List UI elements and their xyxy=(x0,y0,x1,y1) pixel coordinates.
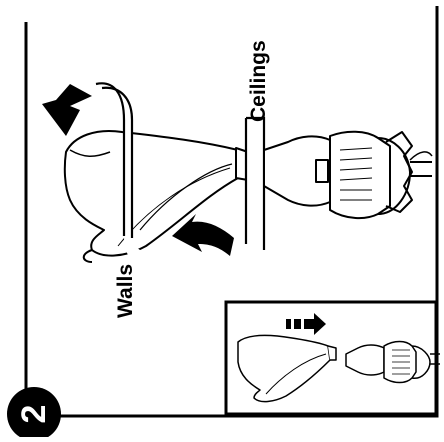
curved-arrow-icon xyxy=(172,214,234,256)
ceilings-label: Ceilings xyxy=(247,40,271,122)
curved-arrow-icon xyxy=(42,84,92,136)
step-number: 2 xyxy=(16,396,52,432)
vacuum-handle-illustration xyxy=(264,132,432,218)
walls-label: Walls xyxy=(114,264,138,318)
